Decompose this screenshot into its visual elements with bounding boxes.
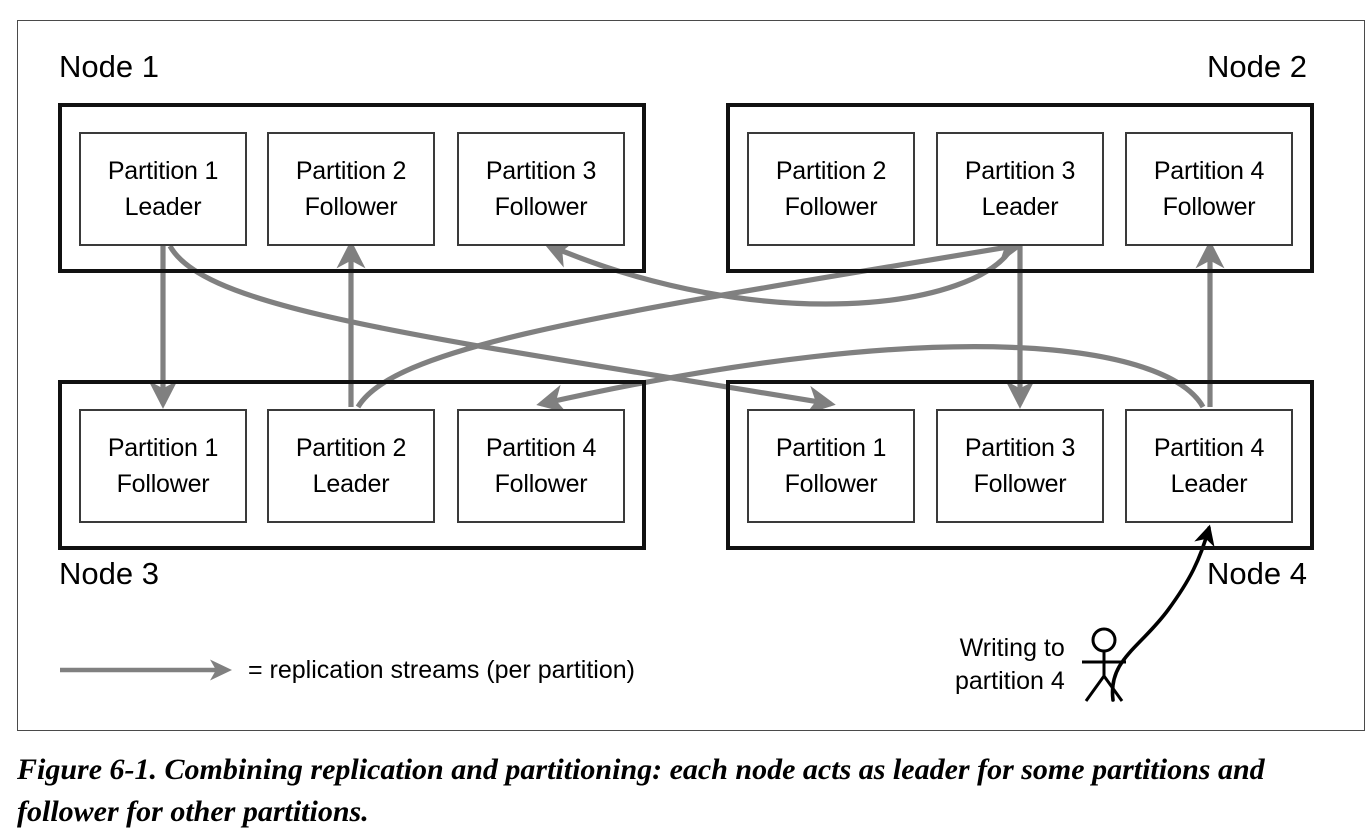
partition-box-n3-p4[interactable]: Partition 4 Follower <box>457 409 625 523</box>
partition-box-n1-p3[interactable]: Partition 3 Follower <box>457 132 625 246</box>
replication-stream-arrow-icon <box>60 659 232 681</box>
legend-label: = replication streams (per partition) <box>248 656 635 684</box>
partition-name: Partition 2 <box>295 434 407 462</box>
partition-role: Follower <box>494 470 588 498</box>
partition-name: Partition 4 <box>1153 157 1265 185</box>
partition-role: Follower <box>973 470 1067 498</box>
partition-box-n1-p2[interactable]: Partition 2 Follower <box>267 132 435 246</box>
writer-annotation: Writing to partition 4 <box>955 627 1131 703</box>
writer-label-line1: Writing to <box>959 634 1065 662</box>
node-label-2: Node 2 <box>1207 49 1307 84</box>
figure-caption: Figure 6-1. Combining replication and pa… <box>17 753 1265 828</box>
partition-role: Follower <box>1162 193 1256 221</box>
partition-box-n1-p1[interactable]: Partition 1 Leader <box>79 132 247 246</box>
node-label-3: Node 3 <box>59 556 159 591</box>
partition-name: Partition 1 <box>107 434 219 462</box>
partition-name: Partition 4 <box>485 434 597 462</box>
partition-box-n2-p2[interactable]: Partition 2 Follower <box>747 132 915 246</box>
partition-role: Follower <box>784 470 878 498</box>
partition-role: Leader <box>1170 470 1248 498</box>
partition-name: Partition 1 <box>775 434 887 462</box>
partition-role: Leader <box>312 470 390 498</box>
partition-box-n3-p2[interactable]: Partition 2 Leader <box>267 409 435 523</box>
partition-box-n3-p1[interactable]: Partition 1 Follower <box>79 409 247 523</box>
partition-name: Partition 2 <box>775 157 887 185</box>
partition-role: Follower <box>494 193 588 221</box>
partition-role: Leader <box>981 193 1059 221</box>
writer-label: Writing to partition 4 <box>955 632 1065 698</box>
partition-role: Follower <box>784 193 878 221</box>
node-label-1: Node 1 <box>59 49 159 84</box>
partition-role: Follower <box>304 193 398 221</box>
partition-name: Partition 4 <box>1153 434 1265 462</box>
partition-name: Partition 1 <box>107 157 219 185</box>
stick-figure-person-icon <box>1081 627 1126 702</box>
partition-box-n2-p4[interactable]: Partition 4 Follower <box>1125 132 1293 246</box>
partition-box-n4-p3[interactable]: Partition 3 Follower <box>936 409 1104 523</box>
partition-name: Partition 3 <box>964 434 1076 462</box>
partition-role: Leader <box>124 193 202 221</box>
node-label-4: Node 4 <box>1207 556 1307 591</box>
partition-role: Follower <box>116 470 210 498</box>
legend: = replication streams (per partition) <box>58 655 635 685</box>
partition-name: Partition 3 <box>485 157 597 185</box>
partition-box-n4-p4[interactable]: Partition 4 Leader <box>1125 409 1293 523</box>
partition-name: Partition 3 <box>964 157 1076 185</box>
partition-box-n2-p3[interactable]: Partition 3 Leader <box>936 132 1104 246</box>
writer-label-line2: partition 4 <box>955 667 1065 695</box>
partition-name: Partition 2 <box>295 157 407 185</box>
partition-box-n4-p1[interactable]: Partition 1 Follower <box>747 409 915 523</box>
